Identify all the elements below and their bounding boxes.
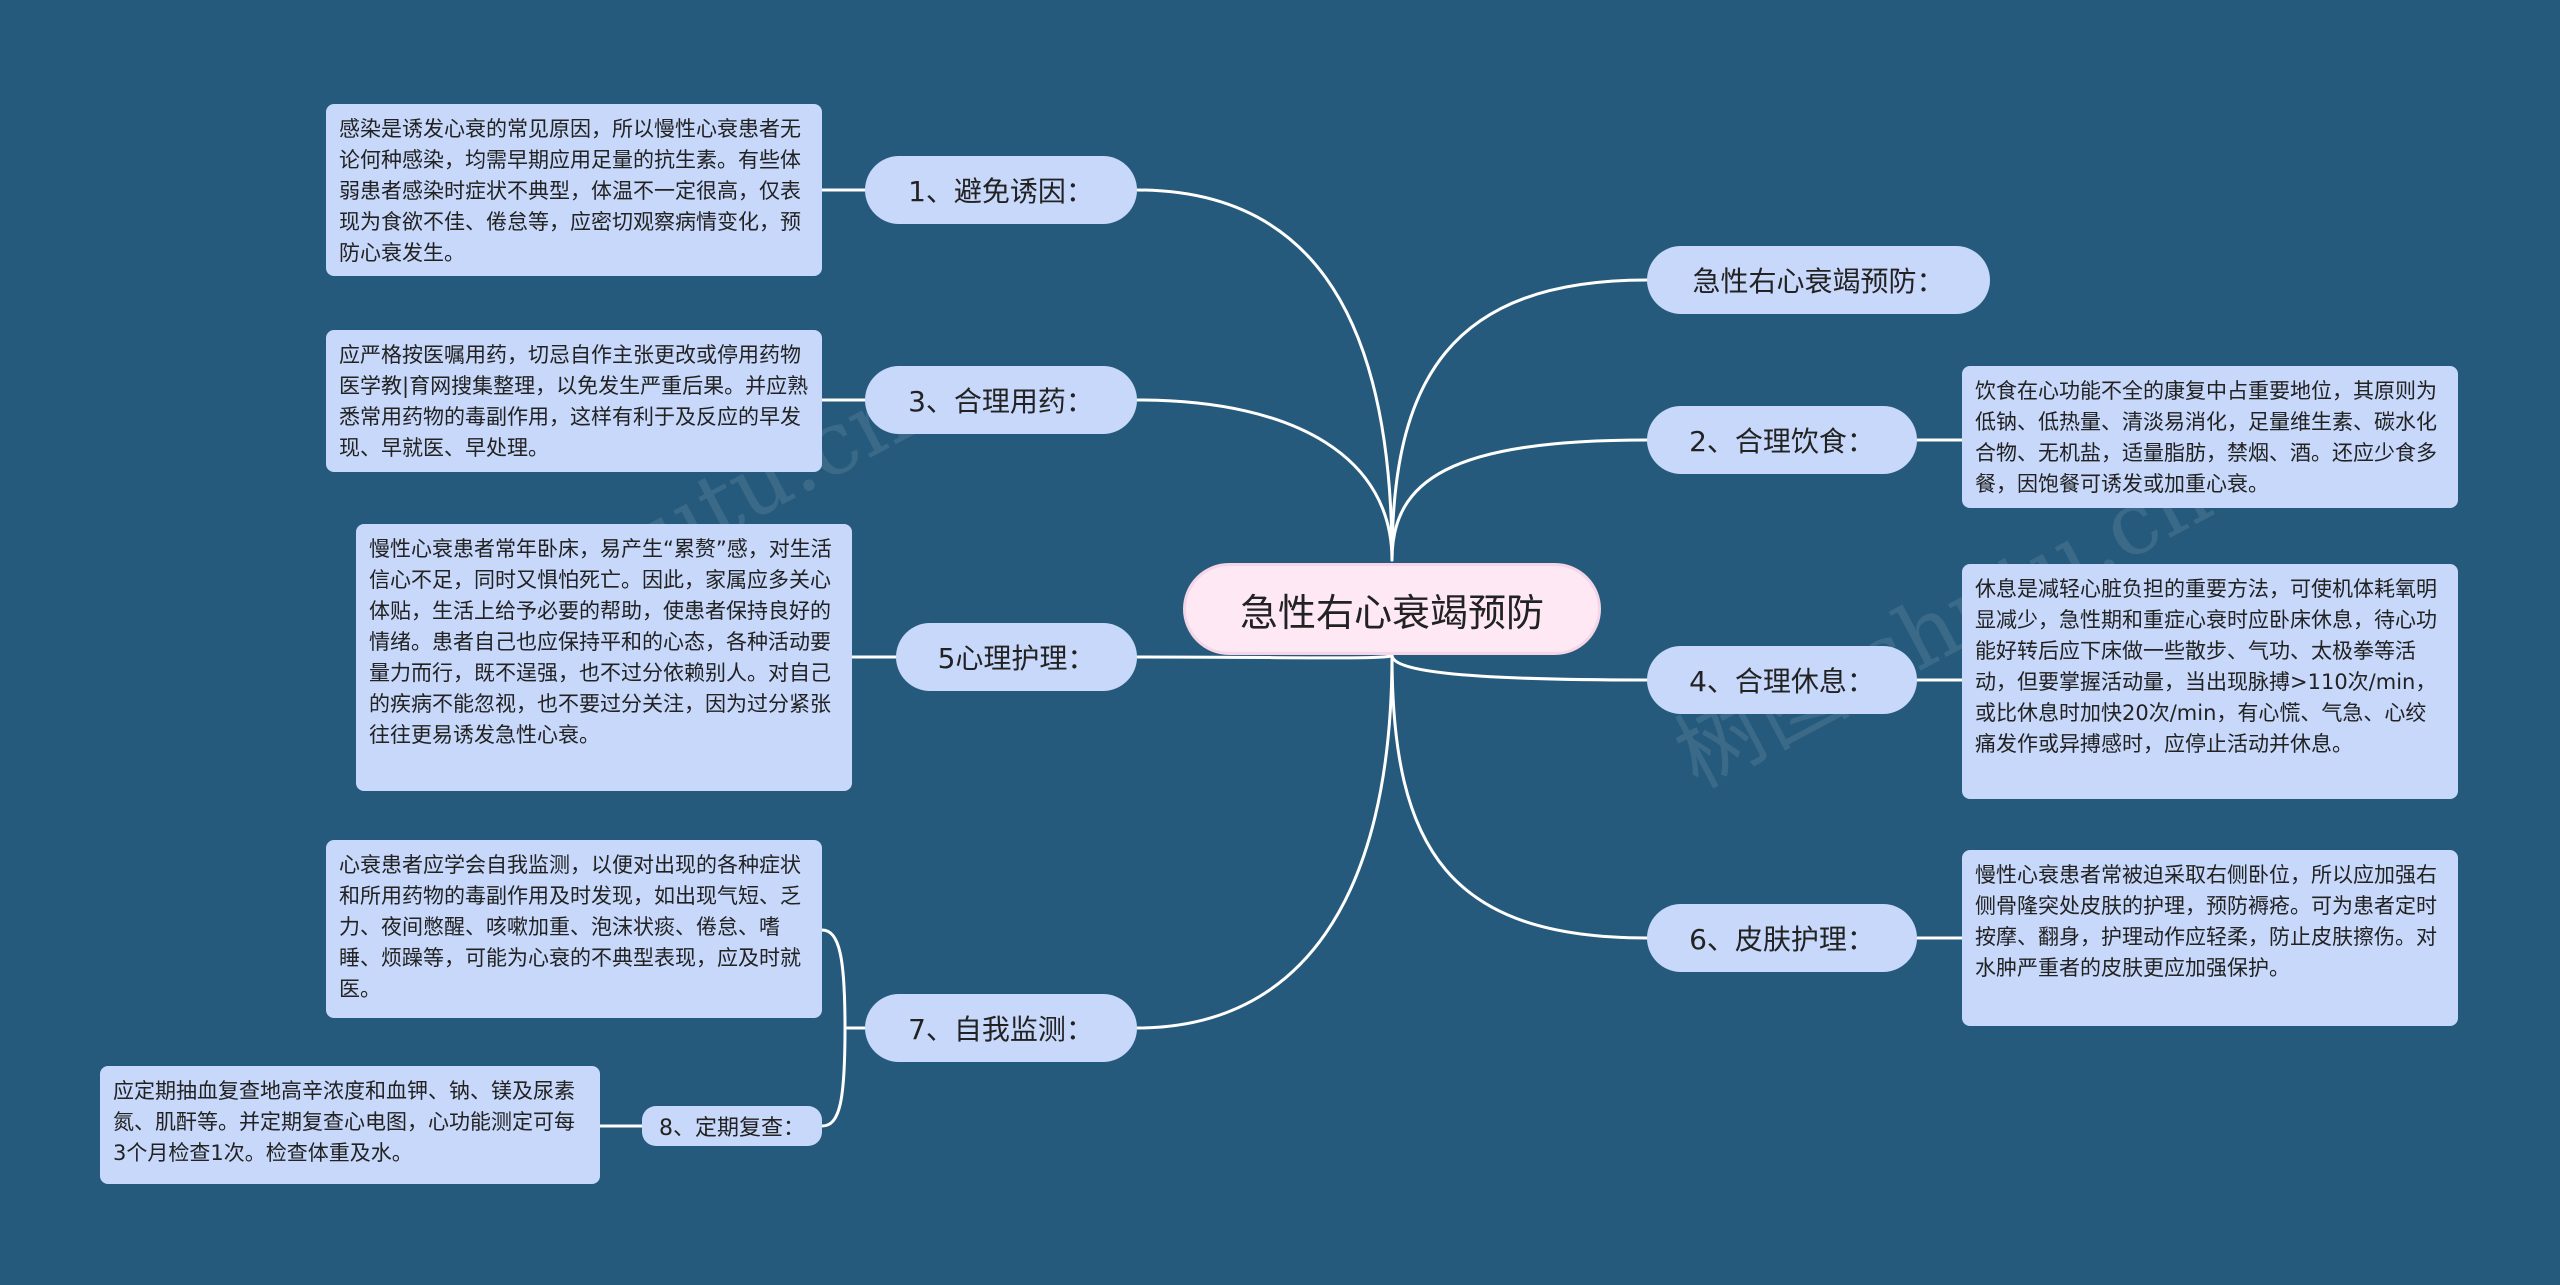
link-root-b1 [1135,188,1394,562]
link-root-b7 [1135,653,1394,1030]
note-rational-diet: 饮食在心功能不全的康复中占重要地位，其原则为低钠、低热量、清淡易消化，足量维生素… [1962,366,2458,508]
note-regular-checkup: 应定期抽血复查地高辛浓度和血钾、钠、镁及尿素氮、肌酐等。并定期复查心电图，心功能… [100,1066,600,1184]
link-b7-b8 [820,1026,847,1128]
note-skin-care: 慢性心衰患者常被迫采取右侧卧位，所以应加强右侧骨隆突处皮肤的护理，预防褥疮。可为… [1962,850,2458,1026]
branch-psychological-care[interactable]: 5心理护理： [896,623,1137,691]
link-b7-n7 [820,928,847,1030]
link-root-b2 [1390,438,1649,562]
branch-self-monitoring[interactable]: 7、自我监测： [865,994,1137,1062]
branch-rational-medication[interactable]: 3、合理用药： [865,366,1137,434]
branch-rational-rest[interactable]: 4、合理休息： [1647,646,1917,714]
note-avoid-triggers: 感染是诱发心衰的常见原因，所以慢性心衰患者无论何种感染，均需早期应用足量的抗生素… [326,104,822,276]
root-topic[interactable]: 急性右心衰竭预防 [1183,563,1601,655]
note-psychological-care: 慢性心衰患者常年卧床，易产生“累赘”感，对生活信心不足，同时又惧怕死亡。因此，家… [356,524,852,791]
branch-avoid-triggers[interactable]: 1、避免诱因： [865,156,1137,224]
link-root-b5 [1135,653,1394,660]
link-root-r0 [1390,278,1649,562]
branch-prevention-title[interactable]: 急性右心衰竭预防： [1647,246,1990,314]
branch-rational-diet[interactable]: 2、合理饮食： [1647,406,1917,474]
link-root-b4 [1390,653,1649,682]
note-rational-rest: 休息是减轻心脏负担的重要方法，可使机体耗氧明显减少，急性期和重症心衰时应卧床休息… [1962,564,2458,799]
link-root-b3 [1135,398,1394,562]
link-root-b6 [1390,653,1649,940]
note-rational-medication: 应严格按医嘱用药，切忌自作主张更改或停用药物医学教|育网搜集整理，以免发生严重后… [326,330,822,472]
note-self-monitoring: 心衰患者应学会自我监测，以便对出现的各种症状和所用药物的毒副作用及时发现，如出现… [326,840,822,1018]
branch-regular-checkup[interactable]: 8、定期复查： [642,1106,822,1146]
branch-skin-care[interactable]: 6、皮肤护理： [1647,904,1917,972]
